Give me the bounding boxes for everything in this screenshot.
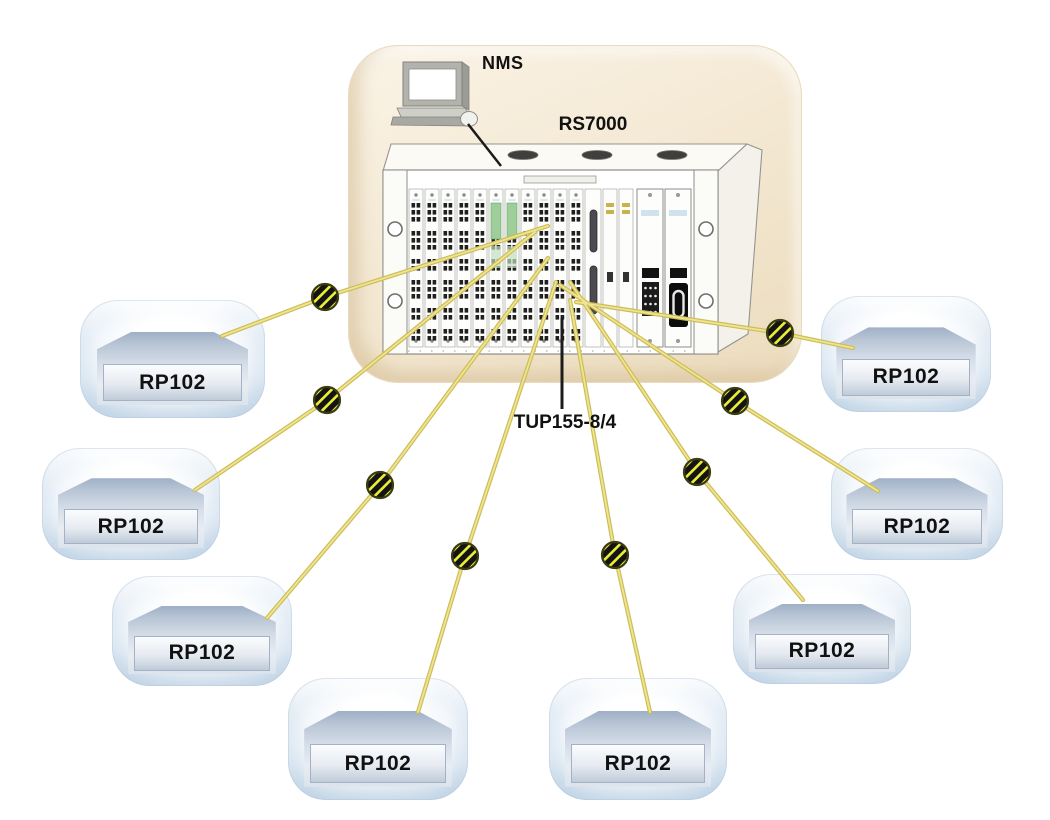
rp102-label-band: RP102 bbox=[310, 744, 446, 783]
stripe-connector-icon bbox=[597, 537, 632, 572]
rp102-label-band: RP102 bbox=[852, 508, 982, 545]
rp102-label: RP102 bbox=[97, 514, 165, 538]
rp102-label-band: RP102 bbox=[63, 508, 199, 545]
rp102-label: RP102 bbox=[139, 370, 206, 394]
central-office-panel bbox=[348, 45, 802, 383]
rp102-node: RP102 bbox=[831, 448, 1003, 560]
tup155-label: TUP155-8/4 bbox=[513, 412, 617, 433]
rp102-device-box: RP102 bbox=[128, 605, 276, 674]
rp102-device-box: RP102 bbox=[565, 710, 711, 787]
stripe-connector-icon bbox=[717, 383, 752, 418]
rp102-label: RP102 bbox=[344, 751, 412, 775]
rp102-device-box: RP102 bbox=[96, 331, 249, 406]
rp102-device-box: RP102 bbox=[846, 478, 988, 548]
rp102-node: RP102 bbox=[112, 576, 292, 686]
nms-label: NMS bbox=[482, 53, 524, 73]
rp102-label: RP102 bbox=[872, 365, 940, 389]
rp102-label: RP102 bbox=[604, 751, 672, 775]
rp102-label: RP102 bbox=[788, 639, 856, 663]
rp102-device-box: RP102 bbox=[58, 478, 204, 548]
stripe-connector-icon bbox=[362, 467, 397, 502]
rp102-label: RP102 bbox=[168, 641, 236, 665]
stripe-connector-icon bbox=[447, 538, 482, 573]
rp102-label-band: RP102 bbox=[570, 744, 706, 783]
rp102-label: RP102 bbox=[883, 514, 951, 538]
rp102-device-box: RP102 bbox=[304, 710, 452, 787]
rp102-label-band: RP102 bbox=[134, 635, 270, 671]
rp102-node: RP102 bbox=[42, 448, 220, 560]
stripe-connector-icon bbox=[679, 454, 714, 489]
rp102-node: RP102 bbox=[80, 300, 265, 418]
rs7000-label: RS7000 bbox=[558, 114, 628, 135]
rp102-device-box: RP102 bbox=[836, 327, 976, 400]
rp102-label-band: RP102 bbox=[754, 633, 890, 669]
stripe-connector-icon bbox=[307, 279, 342, 314]
rp102-node: RP102 bbox=[821, 296, 991, 412]
rp102-node: RP102 bbox=[733, 574, 911, 684]
rp102-node: RP102 bbox=[549, 678, 727, 800]
rp102-label-band: RP102 bbox=[841, 358, 971, 396]
rp102-node: RP102 bbox=[288, 678, 468, 800]
stripe-connector-icon bbox=[309, 382, 344, 417]
rp102-label-band: RP102 bbox=[102, 364, 243, 402]
rp102-device-box: RP102 bbox=[749, 603, 895, 672]
